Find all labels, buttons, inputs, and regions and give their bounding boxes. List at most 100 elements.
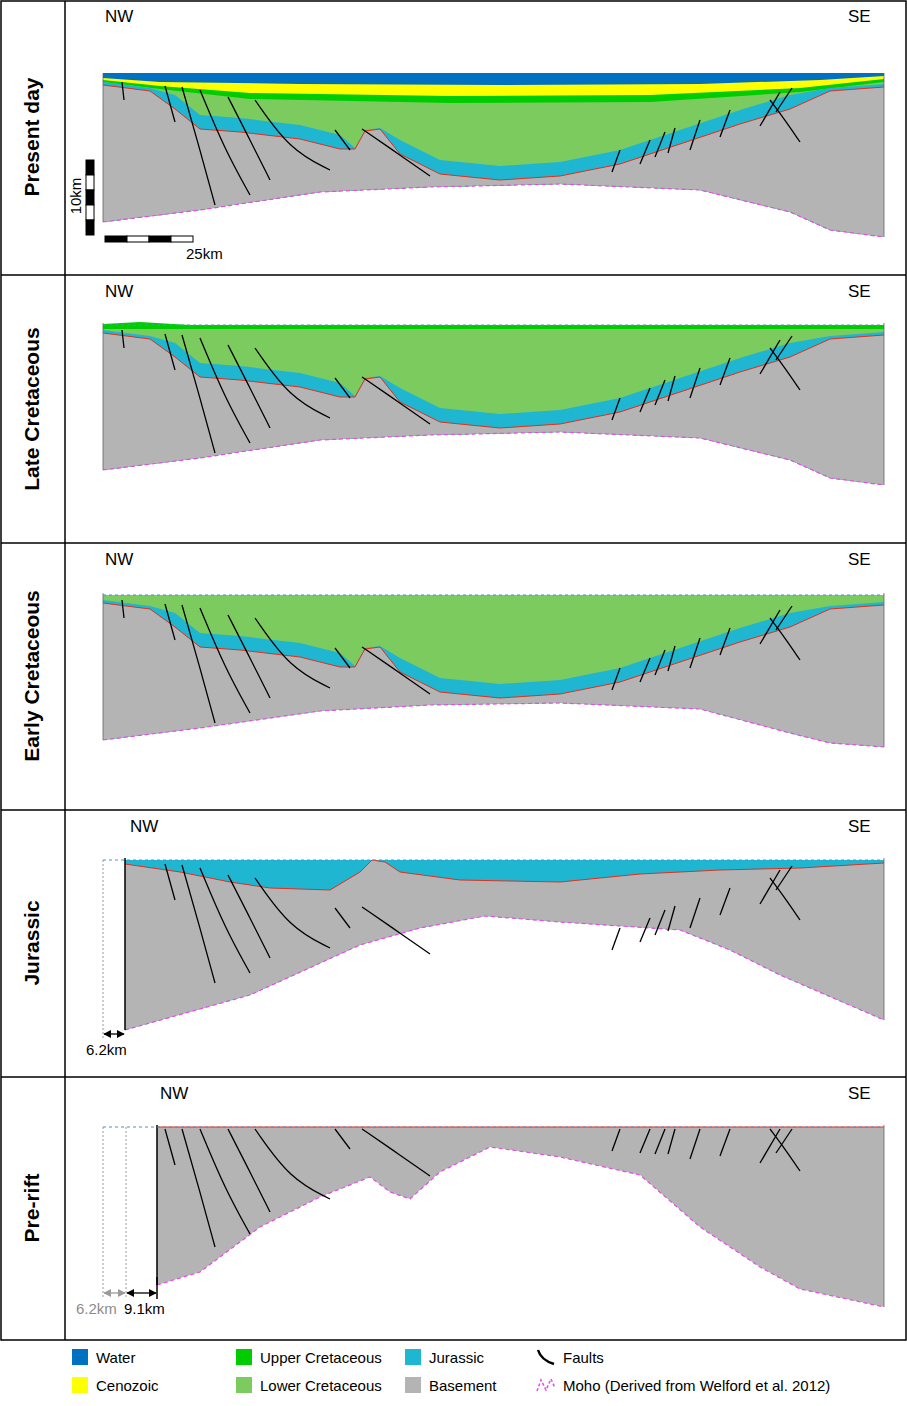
sea-level: [103, 860, 884, 861]
section-edge: [884, 593, 885, 747]
rock-layer: [125, 860, 884, 1030]
fault: [655, 910, 665, 935]
rock-layer: [103, 82, 884, 237]
direction-label: SE: [848, 818, 871, 837]
fault: [362, 377, 430, 424]
fault: [640, 140, 650, 164]
section-panel: Present dayNWSE10km25km: [0, 0, 907, 275]
fault: [200, 868, 250, 973]
fault: [776, 606, 792, 630]
legend-text: Basement: [429, 1377, 497, 1394]
fault: [255, 348, 330, 418]
direction-label: NW: [160, 1085, 188, 1104]
moho-line: [103, 184, 884, 237]
direction-label: SE: [848, 551, 871, 570]
fault: [690, 898, 700, 928]
fault: [760, 870, 780, 904]
period-label: Jurassic: [20, 900, 43, 985]
fault: [640, 1129, 650, 1153]
fault: [668, 646, 675, 671]
fault: [668, 906, 675, 931]
fault: [655, 650, 665, 675]
cross-section: [103, 73, 884, 237]
fault: [690, 120, 700, 150]
legend-item: Basement: [405, 1375, 497, 1395]
fault: [770, 348, 800, 390]
fault: [182, 865, 215, 983]
sea-level: [103, 595, 884, 596]
fault: [362, 907, 430, 954]
fault: [776, 336, 792, 360]
fault: [228, 97, 270, 180]
fault: [200, 338, 250, 443]
legend-item: Water: [72, 1347, 135, 1367]
legend-text: Moho (Derived from Welford et al. 2012): [563, 1377, 830, 1394]
fault: [228, 345, 270, 428]
fault: [255, 878, 330, 948]
fault: [640, 918, 650, 942]
fault: [612, 928, 620, 950]
fault: [165, 604, 175, 640]
moho-line: [103, 703, 884, 747]
legend-item: Cenozoic: [72, 1375, 159, 1395]
fault: [655, 380, 665, 405]
rock-layer: [103, 73, 884, 237]
legend-swatch: [405, 1349, 421, 1365]
fault: [760, 1129, 780, 1163]
period-label: Early Cretaceous: [20, 590, 43, 762]
fault: [335, 648, 350, 668]
fault: [200, 90, 250, 195]
fault: [165, 1129, 175, 1165]
section-panel: JurassicNWSE6.2km: [0, 810, 907, 1077]
section-edge: [124, 858, 126, 1030]
fault: [760, 340, 780, 374]
fault: [612, 668, 620, 690]
rock-layer: [103, 595, 884, 747]
scale-label: 6.2km: [76, 1301, 117, 1318]
section-edge: [884, 323, 885, 485]
rock-layer: [103, 322, 884, 485]
period-label: Pre-rift: [20, 1174, 43, 1243]
fault: [668, 128, 675, 153]
fault: [720, 110, 730, 137]
fault: [228, 615, 270, 698]
fault: [770, 618, 800, 660]
section-edge: [884, 858, 885, 1020]
fault: [165, 86, 175, 122]
fault: [612, 150, 620, 172]
fault: [776, 88, 792, 112]
fault: [760, 92, 780, 126]
fault: [776, 866, 792, 890]
basement-top: [103, 603, 884, 698]
rock-layer: [125, 860, 884, 1030]
rock-layer: [103, 76, 884, 237]
fault: [335, 378, 350, 398]
cross-section: [103, 1125, 884, 1307]
fault: [720, 1129, 730, 1156]
fault: [720, 628, 730, 655]
fault: [255, 100, 330, 170]
scale-label: 9.1km: [124, 1301, 165, 1318]
cross-section: [103, 322, 884, 485]
section-edge: [884, 73, 885, 237]
section-edge: [103, 73, 104, 222]
rock-layer: [103, 603, 884, 747]
fault: [335, 1129, 350, 1149]
sea-level: [103, 325, 884, 326]
fault: [770, 100, 800, 142]
fault: [122, 82, 124, 100]
legend-text: Water: [96, 1349, 135, 1366]
basement-top: [103, 333, 884, 428]
cross-section: [103, 593, 884, 747]
fault: [122, 330, 124, 348]
fault: [760, 610, 780, 644]
legend-swatch: [236, 1349, 252, 1365]
basement-top: [103, 85, 884, 180]
scale-label: 6.2km: [86, 1042, 127, 1059]
fault: [690, 368, 700, 398]
legend-swatch: [405, 1377, 421, 1393]
period-label: Present day: [20, 77, 43, 196]
fault: [122, 600, 124, 618]
direction-label: SE: [848, 283, 871, 302]
rock-layer: [103, 333, 884, 485]
